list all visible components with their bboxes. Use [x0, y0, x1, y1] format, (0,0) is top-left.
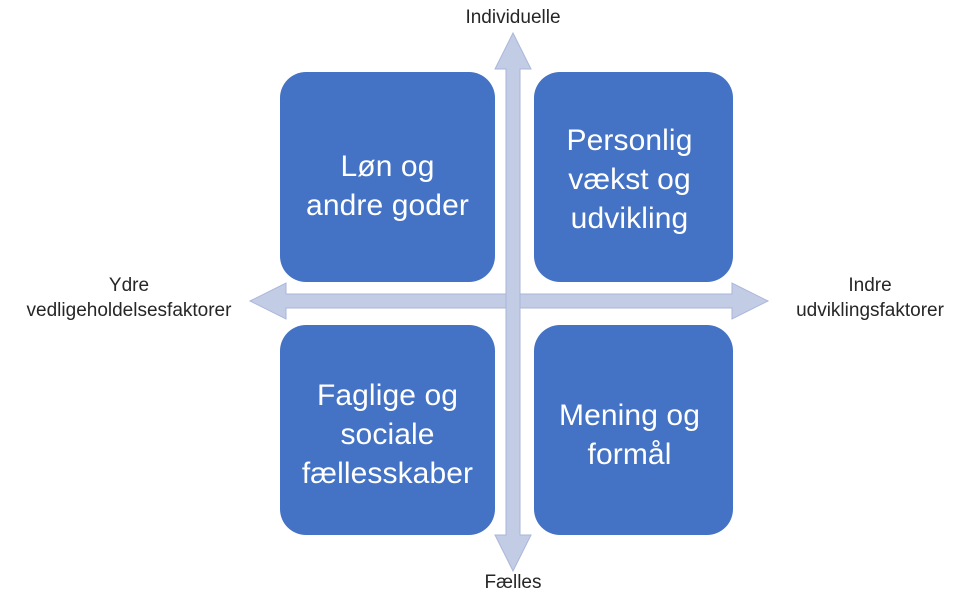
quadrant-box-top-right[interactable]: Personlig vækst og udvikling: [534, 72, 733, 282]
quadrant-box-bottom-left[interactable]: Faglige og sociale fællesskaber: [280, 325, 495, 535]
axis-label-left: Ydre vedligeholdelsesfaktorer: [26, 275, 232, 321]
vertical-axis-arrow: [494, 31, 532, 573]
axis-label-bottom: Fælles: [484, 572, 542, 593]
quadrant-box-bottom-right[interactable]: Mening og formål: [534, 325, 733, 535]
axis-label-right: Indre udviklingsfaktorer: [796, 275, 944, 321]
horizontal-axis-arrow: [248, 282, 770, 320]
axis-label-top: Individuelle: [465, 7, 561, 28]
quadrant-label-top-left: Løn og andre goder: [306, 150, 469, 222]
quadrant-box-top-left[interactable]: Løn og andre goder: [280, 72, 495, 282]
quadrant-label-bottom-right: Mening og formål: [559, 399, 700, 471]
quadrant-label-top-right: Personlig vækst og udvikling: [566, 123, 693, 235]
quadrant-label-bottom-left: Faglige og sociale fællesskaber: [301, 378, 474, 490]
